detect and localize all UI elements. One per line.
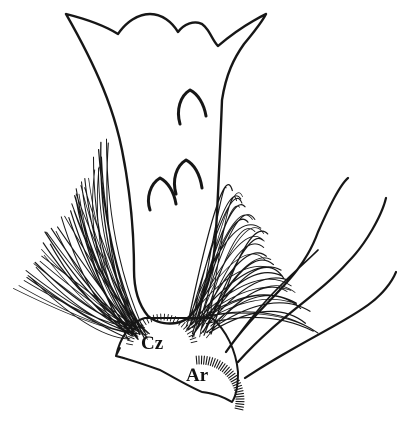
petal-crease-upper <box>178 90 206 124</box>
cz-tick <box>167 315 168 321</box>
right-hair-tuft <box>186 185 318 338</box>
ar-tick <box>236 406 244 407</box>
petal-crease-lower <box>148 178 176 210</box>
ar-tick <box>204 356 205 364</box>
petal-crease-middle <box>174 160 202 194</box>
ar-tick <box>208 357 210 365</box>
ar-tick <box>236 396 244 397</box>
ar-tick <box>210 358 212 366</box>
cz-tick <box>143 320 146 325</box>
cz-tick <box>157 314 158 320</box>
cz-tick <box>127 340 133 342</box>
cz-tick <box>127 344 133 345</box>
cz-label: Cz <box>141 333 164 354</box>
ar-tick <box>236 404 244 405</box>
ar-tick <box>236 393 244 394</box>
cz-tick <box>187 331 192 334</box>
cz-tick <box>191 341 197 342</box>
ar-tick <box>212 359 215 367</box>
cz-tick <box>181 322 185 327</box>
ar-label: Ar <box>186 365 209 386</box>
right-long-strands <box>226 178 396 378</box>
cz-tick <box>190 338 196 340</box>
ar-tick <box>196 356 197 364</box>
left-hair-tuft <box>13 139 149 339</box>
ar-tick <box>235 408 243 410</box>
ar-tick <box>206 357 207 365</box>
